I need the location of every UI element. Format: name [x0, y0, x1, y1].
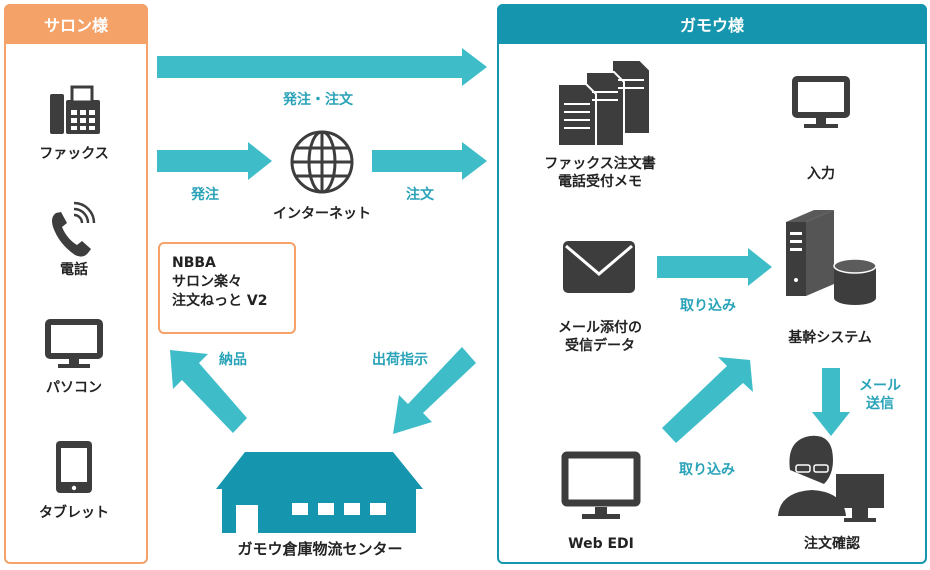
- nbba-line-2: サロン楽々: [172, 273, 242, 290]
- label-tablet: タブレット: [39, 505, 109, 521]
- server-icon: [786, 210, 834, 296]
- gamo-title-text: ガモウ様: [679, 16, 744, 35]
- label-phone: 電話: [60, 262, 88, 278]
- arrow-chumon: [372, 142, 487, 180]
- pc-icon: [45, 319, 103, 368]
- documents-icon: [557, 59, 651, 147]
- label-mail-data-1: メール添付の: [558, 320, 642, 336]
- pc-icon-input: [792, 76, 850, 128]
- label-fax-memo-2: 電話受付メモ: [558, 173, 642, 190]
- globe-icon: [290, 130, 354, 194]
- arrow-import1: [657, 248, 772, 286]
- label-fax-memo: ファックス注文書 電話受付メモ: [520, 156, 680, 191]
- label-web-edi: Web EDI: [568, 536, 634, 552]
- label-core-system: 基幹システム: [788, 330, 872, 346]
- label-pc: パソコン: [46, 380, 102, 396]
- arrow-mail-send: [812, 368, 850, 436]
- label-mail-send-2: 送信: [866, 395, 894, 412]
- nbba-box: NBBA サロン楽々 注文ねっと V2: [158, 242, 296, 334]
- label-import-2: 取り込み: [679, 462, 735, 478]
- label-mail-send: メール 送信: [845, 378, 915, 413]
- arrow-order: [157, 142, 272, 180]
- label-mail-data-2: 受信データ: [565, 337, 635, 354]
- fax-icon: [50, 85, 100, 134]
- label-chumon: 注文: [406, 187, 434, 203]
- person-pc-icon: [778, 435, 884, 522]
- label-order: 発注: [191, 187, 219, 203]
- salon-panel-title: サロン様: [4, 4, 148, 44]
- pc-icon-webedi: [561, 451, 641, 519]
- phone-icon: [52, 201, 96, 257]
- label-warehouse: ガモウ倉庫物流センター: [237, 540, 403, 558]
- nbba-line-1: NBBA: [172, 255, 216, 271]
- label-import-1: 取り込み: [680, 298, 736, 314]
- label-mail-send-1: メール: [859, 378, 901, 394]
- label-input: 入力: [807, 166, 835, 182]
- arrow-delivery: [170, 350, 247, 433]
- label-mail-data: メール添付の 受信データ: [530, 320, 670, 355]
- warehouse-icon: [216, 452, 423, 533]
- label-order-top: 発注・注文: [283, 92, 353, 108]
- database-icon: [833, 258, 877, 305]
- tablet-icon: [56, 441, 92, 493]
- label-order-confirm: 注文確認: [804, 536, 860, 552]
- label-ship: 出荷指示: [372, 352, 428, 368]
- nbba-line-3: 注文ねっと V2: [172, 292, 268, 309]
- gamo-panel-title: ガモウ様: [497, 4, 927, 44]
- salon-title-text: サロン様: [43, 16, 108, 35]
- arrow-import2: [662, 357, 753, 443]
- label-fax: ファックス: [39, 146, 109, 162]
- label-internet: インターネット: [273, 206, 371, 222]
- arrow-ship: [393, 347, 476, 434]
- arrow-order-top: [157, 48, 487, 86]
- envelope-icon: [563, 241, 635, 293]
- label-fax-memo-1: ファックス注文書: [544, 156, 656, 172]
- label-delivery: 納品: [219, 352, 247, 368]
